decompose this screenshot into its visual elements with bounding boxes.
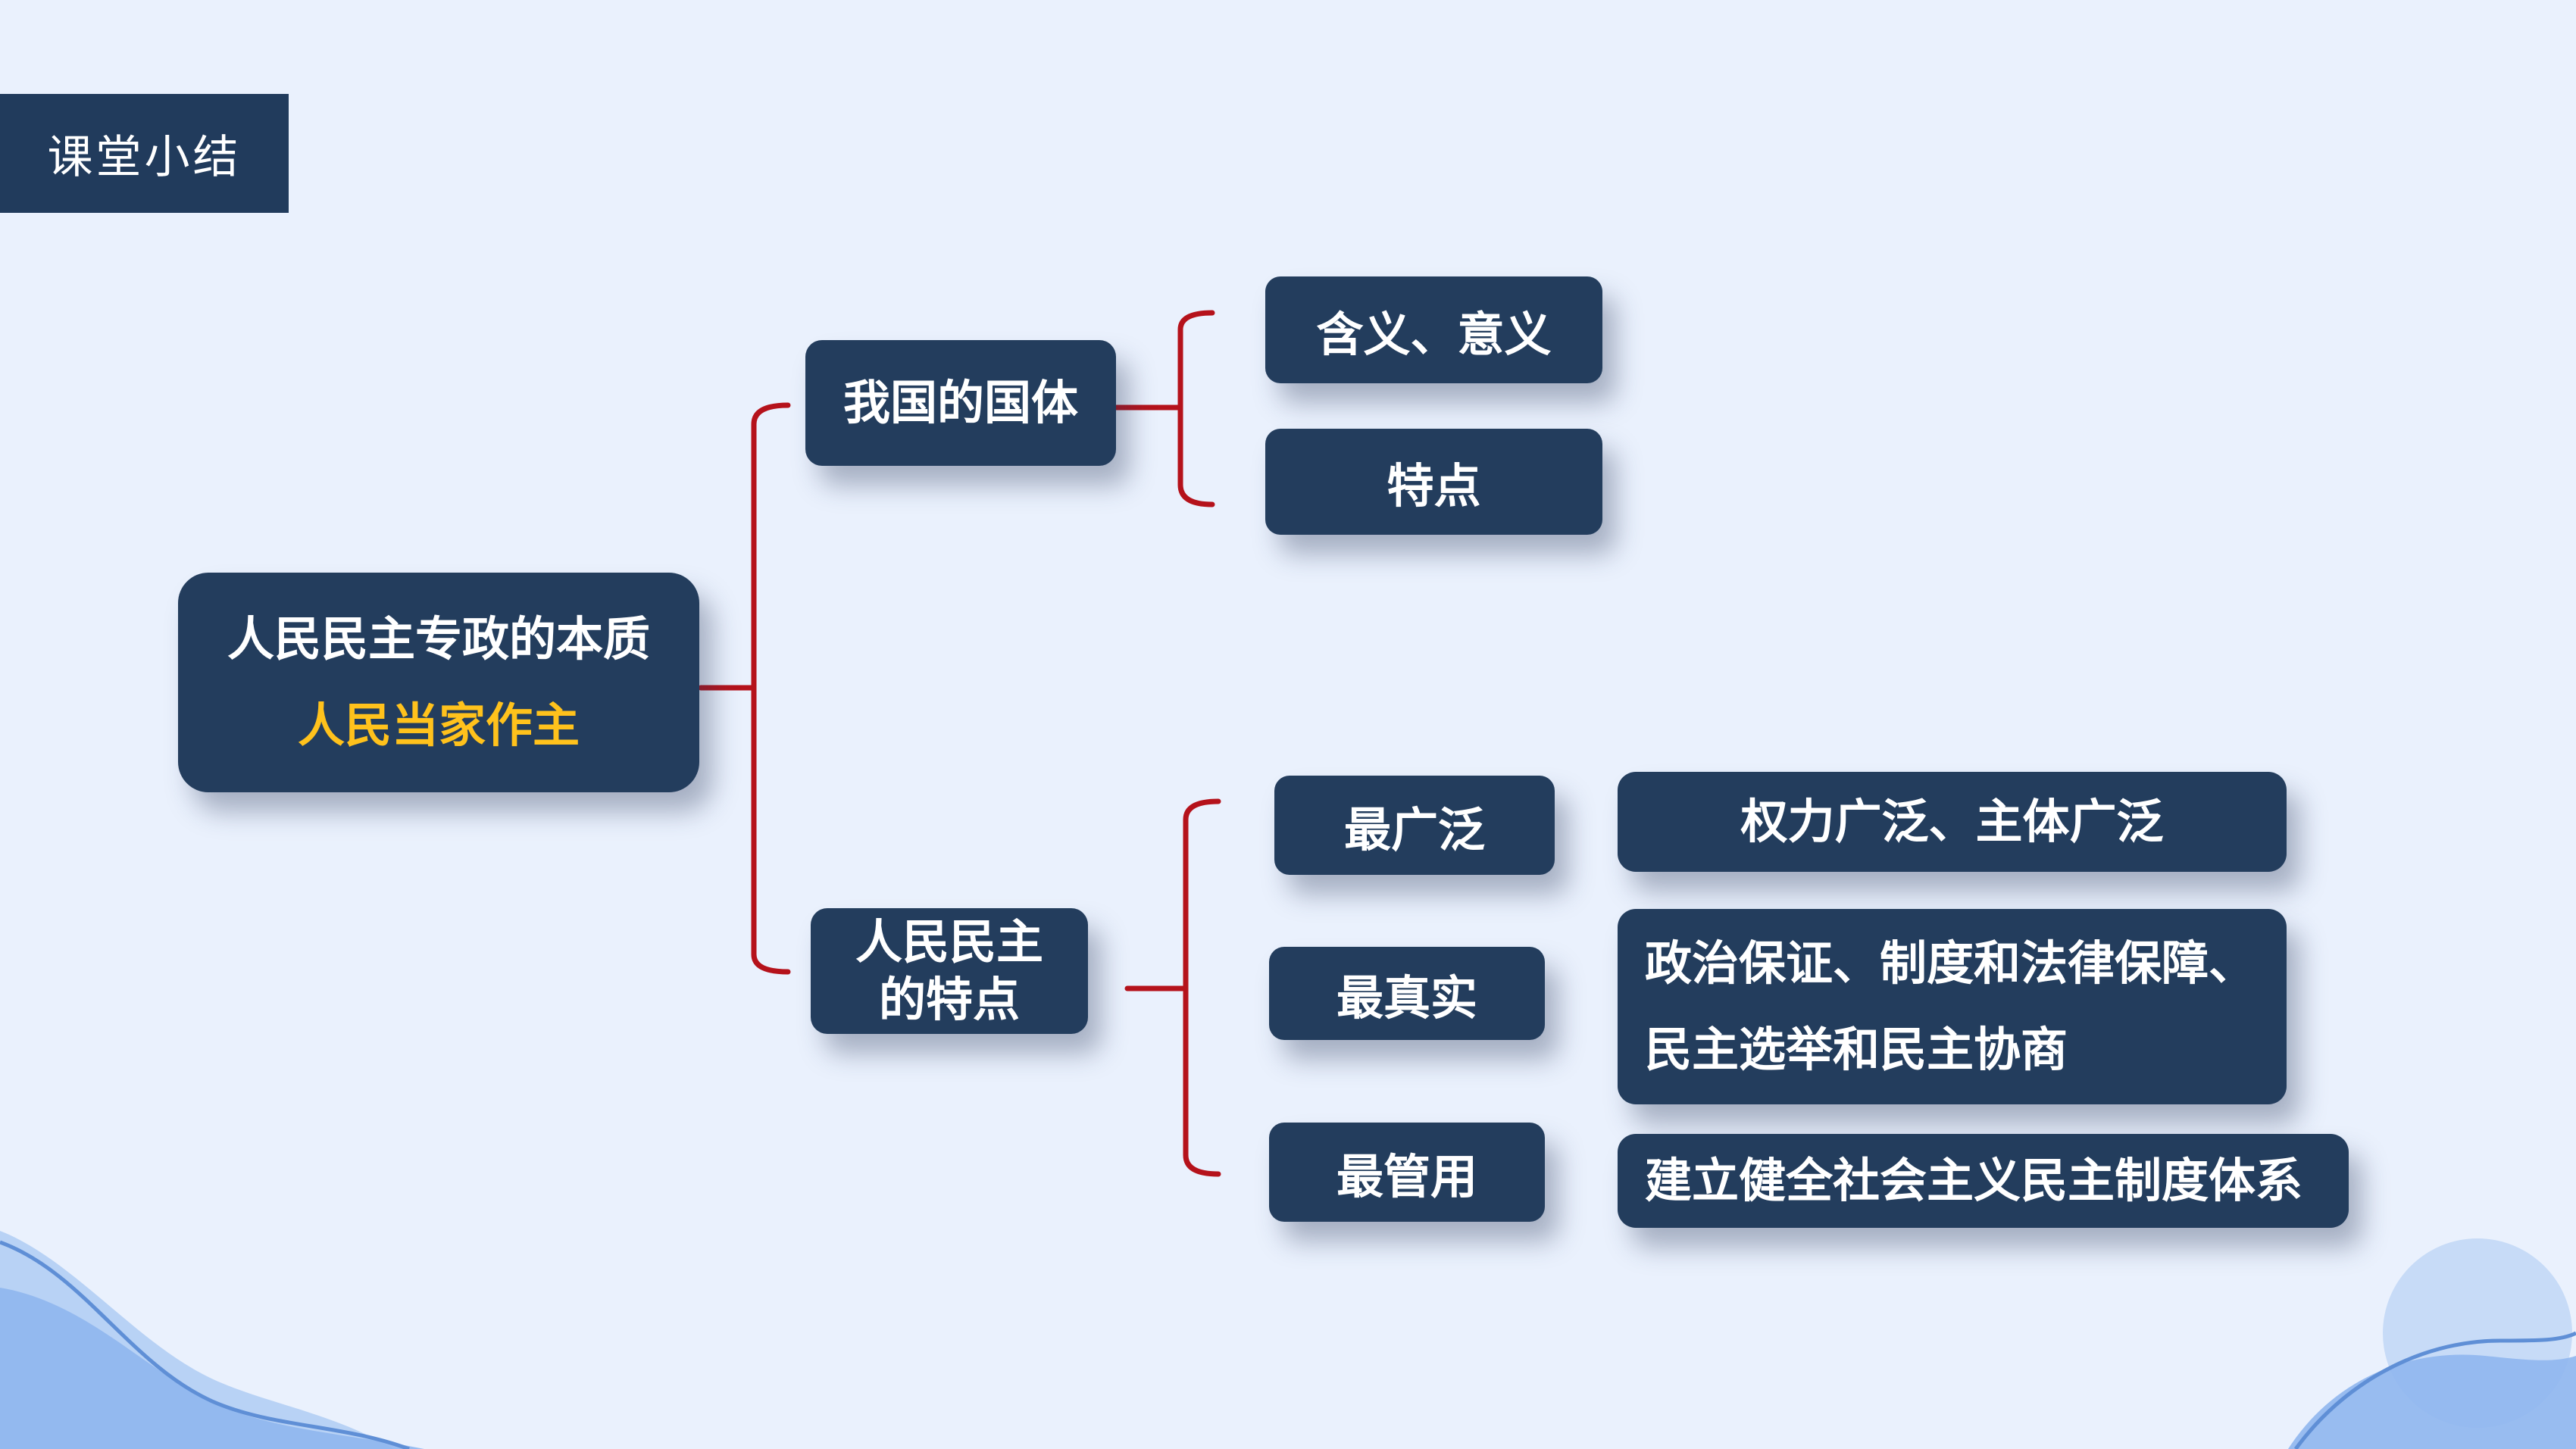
section-title: 课堂小结	[47, 131, 242, 184]
detail-zhenshi-line2: 民主选举和民主协商	[1645, 1022, 2068, 1077]
node-guoti-tedian-label: 特点	[1386, 458, 1481, 514]
node-tedian-label-line1: 人民民主	[855, 914, 1043, 970]
root-bracket	[751, 402, 791, 975]
root-title: 人民民主专政的本质	[227, 611, 650, 667]
detail-guanyong-text: 建立健全社会主义民主制度体系	[1645, 1153, 2303, 1208]
node-hanyi-yiyi: 含义、意义	[1265, 276, 1602, 383]
node-zui-guangfan: 最广泛	[1274, 776, 1555, 875]
detail-guangfan: 权力广泛、主体广泛	[1618, 772, 2287, 872]
node-zui-guanyong: 最管用	[1269, 1123, 1545, 1222]
node-guoti-tedian: 特点	[1265, 429, 1602, 535]
root-highlight: 人民当家作主	[297, 698, 580, 753]
node-renmin-tedian: 人民民主 的特点	[811, 908, 1088, 1034]
node-guoti-label: 我国的国体	[843, 375, 1078, 430]
node-zui-zhenshi-label: 最真实	[1336, 970, 1477, 1026]
detail-zhenshi: 政治保证、制度和法律保障、 民主选举和民主协商	[1618, 909, 2287, 1104]
detail-zhenshi-line1: 政治保证、制度和法律保障、	[1645, 935, 2256, 991]
node-guoti: 我国的国体	[805, 340, 1116, 466]
detail-guanyong: 建立健全社会主义民主制度体系	[1618, 1134, 2349, 1228]
guoti-bracket	[1177, 310, 1215, 507]
node-tedian-label-line2: 的特点	[878, 972, 1020, 1027]
node-zui-guangfan-label: 最广泛	[1343, 801, 1485, 857]
node-zui-guanyong-label: 最管用	[1336, 1148, 1477, 1204]
detail-guangfan-text: 权力广泛、主体广泛	[1740, 794, 2164, 849]
node-zui-zhenshi: 最真实	[1269, 947, 1545, 1040]
section-title-tab: 课堂小结	[0, 94, 289, 213]
root-node: 人民民主专政的本质 人民当家作主	[178, 573, 699, 792]
tedian-bracket	[1183, 798, 1221, 1177]
node-hanyi-label: 含义、意义	[1316, 306, 1552, 362]
